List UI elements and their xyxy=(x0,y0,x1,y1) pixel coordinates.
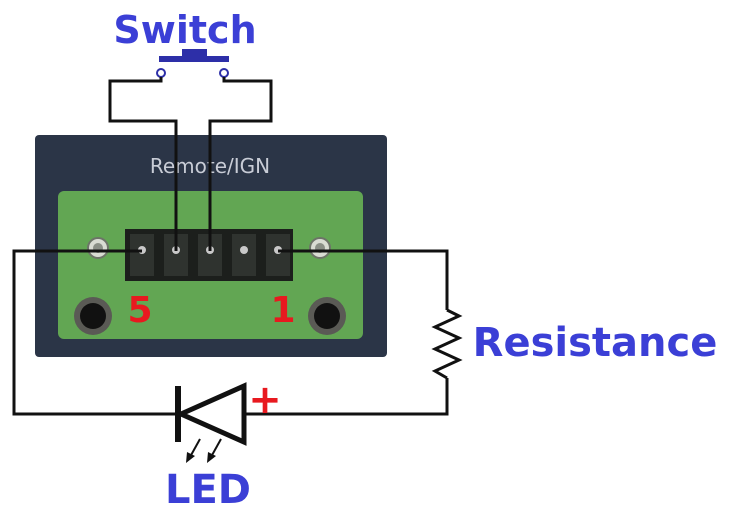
led-wire-right xyxy=(244,378,449,416)
pin-1-label: 1 xyxy=(270,290,295,331)
switch-wire-right xyxy=(208,77,273,251)
switch-wire-left xyxy=(108,77,178,251)
resistor-wire-top xyxy=(278,249,449,310)
switch-label: Switch xyxy=(113,8,256,52)
led-label: LED xyxy=(165,467,251,508)
pin-5-label: 5 xyxy=(127,290,152,331)
wires xyxy=(12,77,449,416)
plus-sign: + xyxy=(248,377,282,423)
resistor-symbol xyxy=(431,308,463,380)
pin-connectors xyxy=(125,229,293,281)
switch-symbol xyxy=(156,49,229,78)
light-arrows-icon xyxy=(186,438,222,463)
terminal-block xyxy=(58,191,363,339)
led-wire-left xyxy=(12,249,180,416)
resistance-label: Resistance xyxy=(473,320,718,366)
led-symbol xyxy=(174,382,247,463)
